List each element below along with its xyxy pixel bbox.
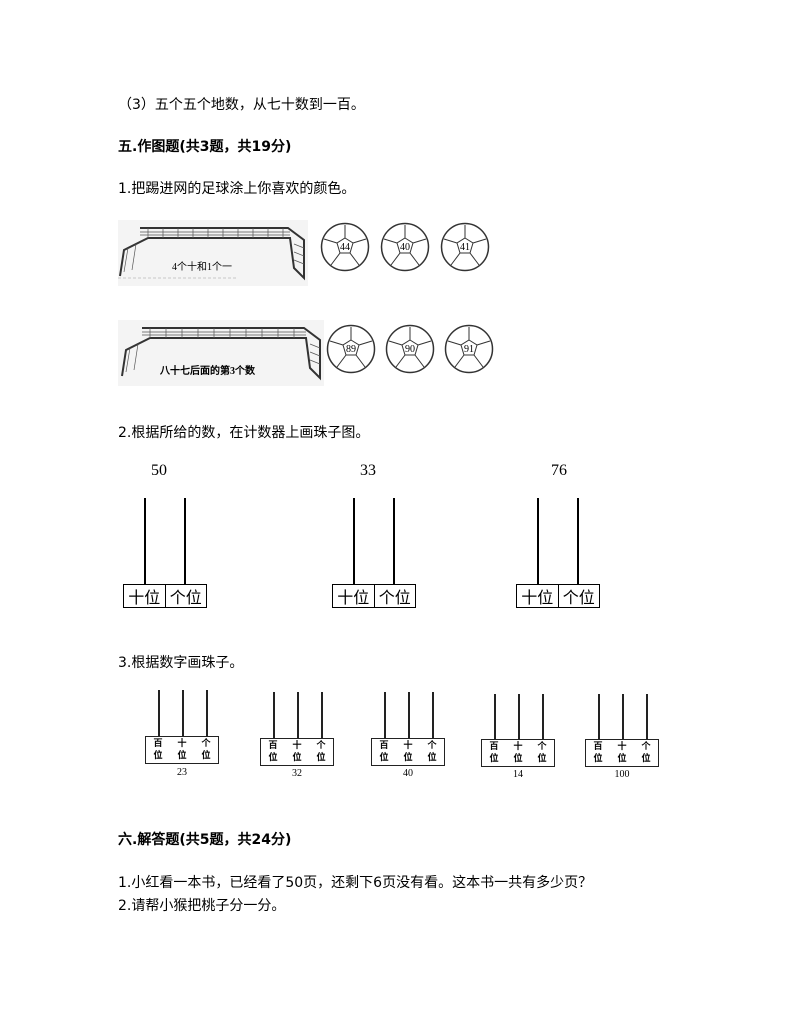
counter-number: 32 — [292, 768, 302, 779]
place-value-box: 十位 个位 — [332, 584, 416, 608]
tens-rod[interactable] — [144, 498, 146, 584]
ball-91[interactable]: 91 — [444, 324, 494, 374]
ones-rod[interactable] — [542, 694, 544, 740]
ones-label: 个位 — [164, 585, 207, 607]
tens-rod[interactable] — [353, 498, 355, 584]
hundreds-label: 百位 — [153, 739, 163, 761]
ones-label: 个位 — [537, 742, 547, 764]
ones-rod[interactable] — [206, 690, 208, 736]
tens-label: 十位 — [177, 739, 187, 761]
tens-label: 十位 — [128, 588, 161, 607]
place-value-box: 十位 个位 — [123, 584, 207, 608]
ball-89[interactable]: 89 — [326, 324, 376, 374]
s6-q2-text: 2.请帮小猴把桃子分一分。 — [118, 898, 286, 914]
tens-rod[interactable] — [518, 694, 520, 740]
tens-label: 十位 — [513, 742, 523, 764]
hundreds-rod[interactable] — [273, 692, 275, 738]
hundreds-rod[interactable] — [494, 694, 496, 740]
counter-number: 100 — [614, 769, 630, 780]
ball-40[interactable]: 40 — [380, 222, 430, 272]
counter-number: 50 — [151, 462, 167, 479]
place-value-box: 百位 十位 个位 — [260, 738, 334, 766]
goal-label-1: 4个十和1个一 — [172, 262, 232, 273]
hundreds-rod[interactable] — [158, 690, 160, 736]
counter-number: 40 — [403, 768, 413, 779]
ones-rod[interactable] — [577, 498, 579, 584]
ones-rod[interactable] — [184, 498, 186, 584]
tens-rod[interactable] — [297, 692, 299, 738]
ball-41[interactable]: 41 — [440, 222, 490, 272]
soccer-ball-icon — [440, 222, 490, 272]
counter-number: 23 — [177, 767, 187, 778]
hundreds-label: 百位 — [489, 742, 499, 764]
ball-number: 89 — [346, 343, 356, 355]
ball-44[interactable]: 44 — [320, 222, 370, 272]
counter-number: 14 — [513, 769, 523, 780]
ball-number: 41 — [460, 241, 470, 253]
tens-label: 十位 — [292, 741, 302, 763]
hundreds-label: 百位 — [379, 741, 389, 763]
tens-rod[interactable] — [408, 692, 410, 738]
tens-rod[interactable] — [182, 690, 184, 736]
hundreds-rod[interactable] — [384, 692, 386, 738]
tens-rod[interactable] — [622, 694, 624, 740]
q1-prompt: 1.把踢进网的足球涂上你喜欢的颜色。 — [118, 181, 356, 197]
s6-q1-text: 1.小红看一本书，已经看了50页，还剩下6页没有看。这本书一共有多少页？ — [118, 875, 593, 891]
ones-rod[interactable] — [393, 498, 395, 584]
ball-number: 91 — [464, 343, 474, 355]
hundreds-label: 百位 — [593, 742, 603, 764]
place-value-box: 十位 个位 — [516, 584, 600, 608]
ones-label: 个位 — [373, 585, 416, 607]
tens-label: 十位 — [617, 742, 627, 764]
place-value-box: 百位 十位 个位 — [585, 739, 659, 767]
ones-label: 个位 — [557, 585, 600, 607]
hundreds-rod[interactable] — [598, 694, 600, 740]
q3-prompt: 3.根据数字画珠子。 — [118, 655, 244, 671]
place-value-box: 百位 十位 个位 — [145, 736, 219, 764]
place-value-box: 百位 十位 个位 — [371, 738, 445, 766]
ball-number: 44 — [340, 241, 350, 253]
tens-label: 十位 — [403, 741, 413, 763]
ones-label: 个位 — [641, 742, 651, 764]
counter-number: 33 — [360, 462, 376, 479]
ball-number: 40 — [400, 241, 410, 253]
counter-number: 76 — [551, 462, 567, 479]
soccer-ball-icon — [380, 222, 430, 272]
ones-label: 个位 — [316, 741, 326, 763]
item-3-text: （3）五个五个地数，从七十数到一百。 — [118, 97, 365, 113]
hundreds-label: 百位 — [268, 741, 278, 763]
ones-rod[interactable] — [432, 692, 434, 738]
ones-rod[interactable] — [321, 692, 323, 738]
ones-rod[interactable] — [646, 694, 648, 740]
soccer-ball-icon — [385, 324, 435, 374]
goal-net-image-2 — [118, 320, 324, 386]
section-5-heading: 五.作图题(共3题，共19分) — [118, 139, 292, 155]
place-value-box: 百位 十位 个位 — [481, 739, 555, 767]
soccer-ball-icon — [444, 324, 494, 374]
goal-net-image-1 — [118, 220, 308, 286]
soccer-ball-icon — [320, 222, 370, 272]
tens-label: 十位 — [521, 588, 554, 607]
ball-90[interactable]: 90 — [385, 324, 435, 374]
goal-label-2: 八十七后面的第3个数 — [160, 366, 255, 377]
ones-label: 个位 — [201, 739, 211, 761]
q2-prompt: 2.根据所给的数，在计数器上画珠子图。 — [118, 425, 370, 441]
tens-rod[interactable] — [537, 498, 539, 584]
tens-label: 十位 — [337, 588, 370, 607]
section-6-heading: 六.解答题(共5题，共24分) — [118, 832, 292, 848]
ball-number: 90 — [405, 343, 415, 355]
ones-label: 个位 — [427, 741, 437, 763]
soccer-ball-icon — [326, 324, 376, 374]
